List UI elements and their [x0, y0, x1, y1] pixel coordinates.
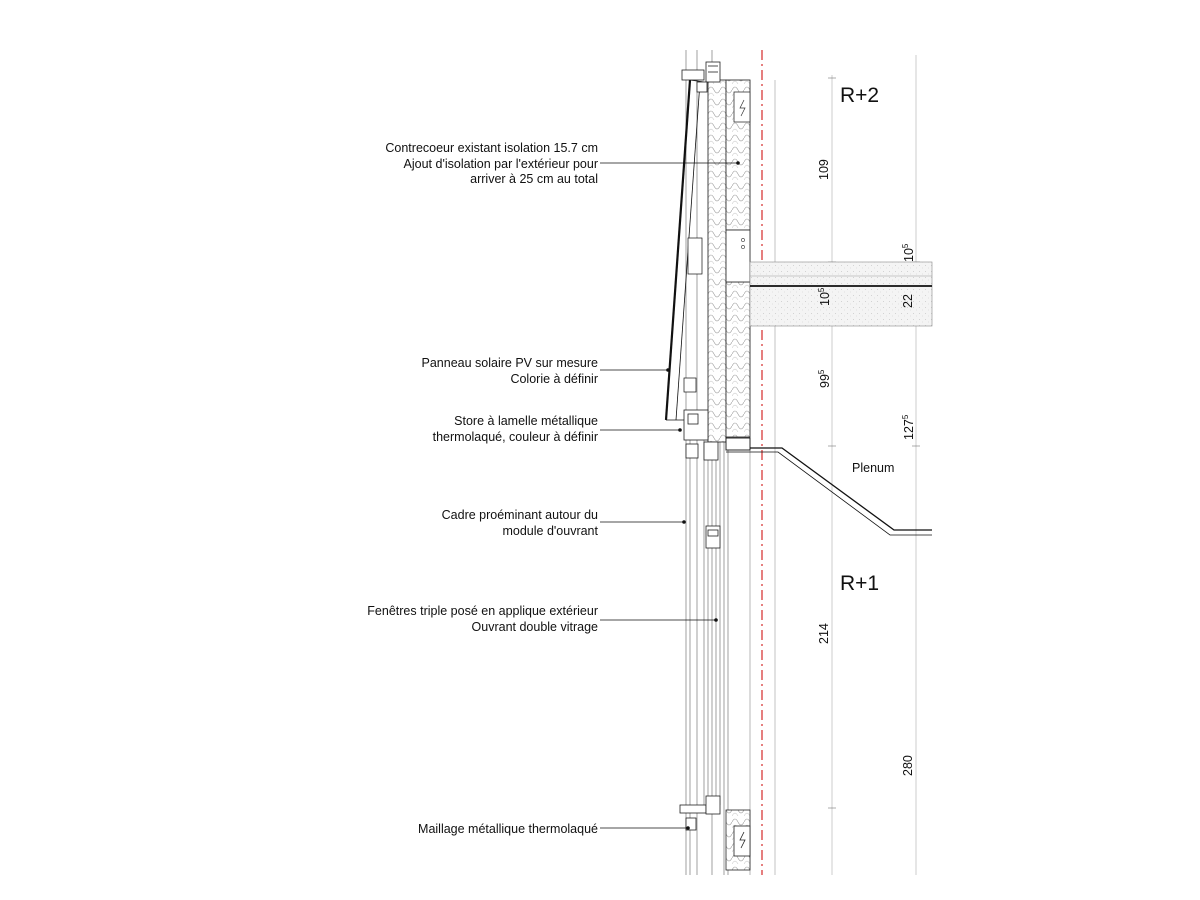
dimension-109: 109	[817, 159, 831, 180]
dimension-value: 22	[901, 294, 915, 308]
annotation-line: module d'ouvrant	[502, 523, 598, 538]
dimension-99-5: 995	[817, 370, 832, 388]
dimension-280: 280	[901, 755, 915, 776]
blind-box	[678, 409, 719, 461]
level-lower: R+1	[840, 572, 880, 595]
annotation-line: Panneau solaire PV sur mesure	[421, 356, 598, 370]
annotation-line: Store à lamelle métallique	[454, 414, 598, 428]
dimension-value: 127	[902, 419, 916, 440]
sill-detail	[679, 795, 751, 871]
annotation-windows: Fenêtres triple posé en applique extérie…	[367, 604, 598, 635]
dimension-sup: 5	[901, 414, 910, 420]
annotation-mesh: Maillage métallique thermolaqué	[418, 822, 598, 838]
dimension-127-5: 1275	[901, 415, 916, 440]
annotation-blind: Store à lamelle métallique thermolaqué, …	[433, 414, 598, 445]
dimension-value: 280	[901, 755, 915, 776]
dimension-214: 214	[817, 623, 831, 644]
dimension-value: 214	[817, 623, 831, 644]
dimension-value: 109	[817, 159, 831, 180]
floor-slab	[749, 261, 933, 327]
dimension-lines	[828, 55, 920, 875]
dimension-10-5-slab: 105	[817, 288, 832, 306]
dimension-10-5-top: 105	[901, 244, 916, 262]
annotation-line: Fenêtres triple posé en applique extérie…	[367, 604, 598, 618]
window-frame	[682, 520, 721, 622]
annotation-line: Contrecoeur existant isolation 15.7 cm	[385, 141, 598, 155]
annotation-frame: Cadre proéminant autour du module d'ouvr…	[442, 508, 598, 539]
annotation-insulation: Contrecoeur existant isolation 15.7 cm A…	[385, 141, 598, 188]
suspended-ceiling	[725, 437, 932, 536]
upper-wall-insulation	[707, 79, 751, 443]
dimension-22: 22	[901, 294, 915, 308]
leader-lines	[600, 162, 738, 829]
annotation-line: Ajout d'isolation par l'extérieur pour	[403, 156, 598, 171]
pv-panel	[664, 79, 705, 421]
annotation-line: Cadre proéminant autour du	[441, 508, 598, 522]
dimension-value: 10	[902, 248, 916, 262]
annotation-line: Ouvrant double vitrage	[471, 619, 598, 634]
dimension-sup: 5	[817, 369, 826, 375]
plenum-label: Plenum	[852, 461, 895, 475]
annotation-line: arriver à 25 cm au total	[470, 172, 598, 186]
level-upper: R+2	[840, 84, 880, 107]
annotation-pv-panel: Panneau solaire PV sur mesure Colorie à …	[422, 356, 598, 387]
dimension-value: 10	[818, 292, 832, 306]
annotation-line: thermolaqué, couleur à définir	[432, 429, 598, 444]
head-detail	[681, 61, 721, 93]
annotation-line: Maillage métallique thermolaqué	[418, 822, 598, 836]
dimension-sup: 5	[901, 243, 910, 249]
dimension-value: 99	[818, 374, 832, 388]
dimension-sup: 5	[817, 287, 826, 293]
annotation-line: Colorie à définir	[510, 371, 598, 386]
